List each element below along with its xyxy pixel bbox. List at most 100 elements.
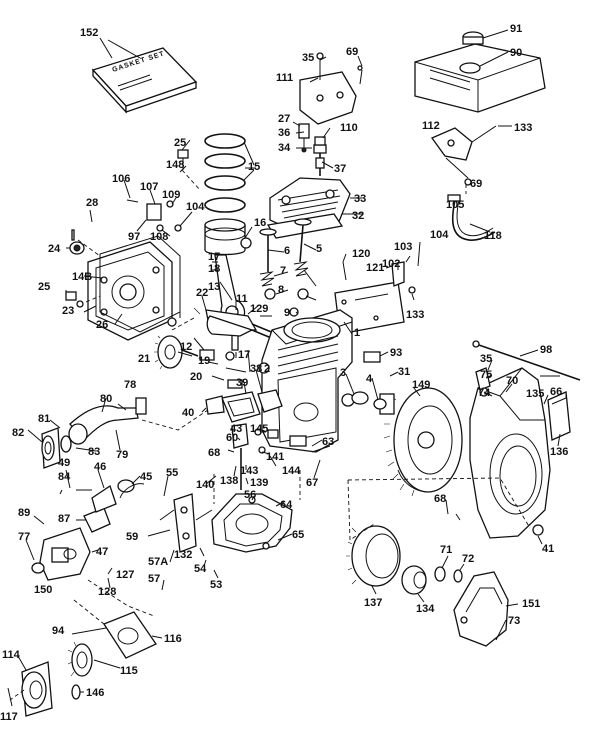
part-number-81: 81 xyxy=(38,413,50,425)
fuel-tank xyxy=(414,29,546,113)
part-number-143: 143 xyxy=(240,465,258,477)
part-number-133b: 133 xyxy=(406,309,424,321)
part-number-49: 49 xyxy=(58,457,70,469)
oil-seal-left xyxy=(69,241,85,255)
bolts xyxy=(65,149,189,327)
part-number-104: 104 xyxy=(186,201,205,213)
part-number-134: 134 xyxy=(416,603,435,615)
part-number-75: 75 xyxy=(480,369,492,381)
part-number-68: 68 xyxy=(208,447,220,459)
part-number-11: 11 xyxy=(236,293,248,305)
part-number-60: 60 xyxy=(226,432,238,444)
head-bracket xyxy=(299,52,363,125)
part-number-93: 93 xyxy=(390,347,402,359)
throttle-parts xyxy=(475,367,491,397)
part-number-68b: 68 xyxy=(434,493,446,505)
blower-housing xyxy=(469,367,560,539)
part-number-69: 69 xyxy=(346,46,358,58)
part-number-38: 38 xyxy=(250,363,262,375)
lever-assembly xyxy=(231,423,331,490)
part-number-26: 26 xyxy=(96,319,108,331)
cam-gear xyxy=(154,335,199,370)
part-number-135: 135 xyxy=(526,388,544,400)
part-number-45: 45 xyxy=(140,471,152,483)
part-number-53: 53 xyxy=(210,579,222,591)
breaker-assembly xyxy=(205,389,283,423)
part-number-128: 128 xyxy=(98,586,116,598)
part-number-1: 1 xyxy=(354,327,360,339)
part-number-46: 46 xyxy=(94,461,106,473)
control-rod xyxy=(472,340,581,381)
part-number-79: 79 xyxy=(116,449,128,461)
part-number-149: 149 xyxy=(412,379,430,391)
part-number-24: 24 xyxy=(48,243,61,255)
part-number-74: 74 xyxy=(478,387,491,399)
part-number-129: 129 xyxy=(250,303,268,315)
part-number-110: 110 xyxy=(340,122,358,134)
part-number-91: 91 xyxy=(510,23,522,35)
throttle-linkage xyxy=(76,479,145,513)
governor-bracket xyxy=(173,493,213,553)
part-number-9: 9 xyxy=(284,307,290,319)
part-number-140: 140 xyxy=(196,479,214,491)
part-number-16: 16 xyxy=(254,217,266,229)
washers xyxy=(434,566,463,583)
part-number-148: 148 xyxy=(166,159,184,171)
part-number-102: 102 xyxy=(382,258,400,270)
part-number-63: 63 xyxy=(322,436,334,448)
part-number-7: 7 xyxy=(280,265,286,277)
part-number-32: 32 xyxy=(352,210,364,222)
part-number-146: 146 xyxy=(86,687,104,699)
part-number-14B: 14B xyxy=(72,271,92,283)
part-number-77: 77 xyxy=(18,531,30,543)
part-number-132: 132 xyxy=(174,549,192,561)
part-number-141: 141 xyxy=(266,451,284,463)
part-number-15: 15 xyxy=(248,161,260,173)
ignition-coil xyxy=(351,351,387,410)
part-number-25b: 25 xyxy=(38,281,50,293)
part-number-150: 150 xyxy=(34,584,52,596)
part-number-59: 59 xyxy=(126,531,138,543)
part-number-103: 103 xyxy=(394,241,412,253)
part-number-105: 105 xyxy=(446,199,464,211)
part-number-133: 133 xyxy=(514,122,532,134)
part-number-13: 13 xyxy=(208,281,220,293)
assembly-guide-lines xyxy=(9,169,531,701)
part-number-97: 97 xyxy=(128,231,140,243)
flywheel xyxy=(379,387,463,497)
part-number-2: 2 xyxy=(264,363,270,375)
part-number-35b: 35 xyxy=(480,353,492,365)
part-number-152: 152 xyxy=(80,27,98,39)
clutch-guard xyxy=(453,571,509,647)
part-number-116: 116 xyxy=(164,633,182,645)
engine-block xyxy=(258,309,355,453)
part-number-labels: 152 35 69 91 90 111 27 36 110 133 112 34… xyxy=(0,23,568,723)
air-filter xyxy=(21,611,157,717)
crankshaft xyxy=(193,307,287,345)
bushing xyxy=(401,565,427,595)
part-number-6: 6 xyxy=(284,245,290,257)
fuel-line xyxy=(447,194,496,241)
part-number-37: 37 xyxy=(334,163,346,175)
cylinder-head xyxy=(266,177,362,239)
part-number-55: 55 xyxy=(166,467,178,479)
base-plate xyxy=(211,493,293,553)
breather-cover xyxy=(334,261,416,335)
part-number-94: 94 xyxy=(52,625,65,637)
part-number-80: 80 xyxy=(100,393,112,405)
exhaust-pipe xyxy=(41,397,147,469)
carburetor xyxy=(31,507,111,581)
part-number-23: 23 xyxy=(62,305,74,317)
leader-lines xyxy=(7,37,567,707)
part-number-28: 28 xyxy=(86,197,98,209)
part-number-22: 22 xyxy=(196,287,208,299)
gasket-set-kit: GASKET SET xyxy=(91,39,198,114)
part-number-20: 20 xyxy=(190,371,202,383)
part-number-25: 25 xyxy=(174,137,186,149)
part-number-87: 87 xyxy=(58,513,70,525)
part-number-111: 111 xyxy=(276,72,293,84)
part-number-137: 137 xyxy=(364,597,382,609)
part-number-98: 98 xyxy=(540,344,552,356)
